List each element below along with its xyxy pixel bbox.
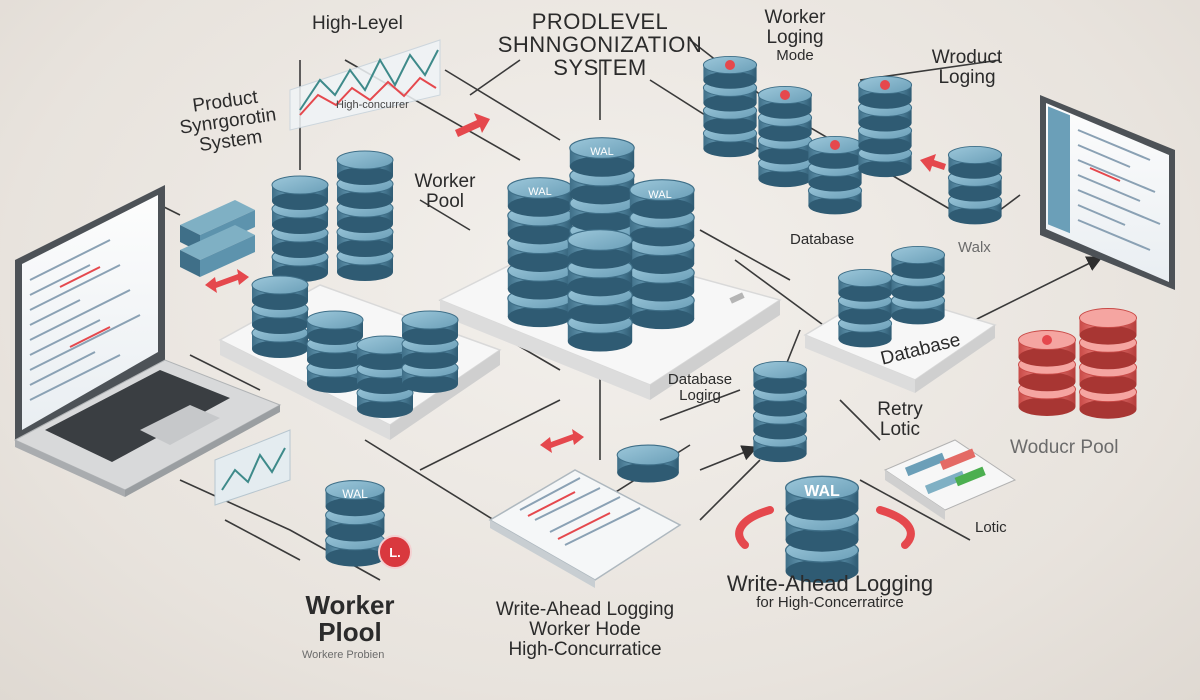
wal-label-4: WAL xyxy=(342,487,368,501)
worker-pool-top-line-1: Worker xyxy=(414,171,476,192)
label-worker-pool-top: Worker Pool xyxy=(405,172,485,212)
worker-pool-bottom-line-1: Worker xyxy=(305,590,395,620)
stack-db-2-disk xyxy=(837,268,893,303)
cylinder-stacks xyxy=(251,55,1137,584)
cylinder-labels: WAL WAL WAL WAL WAL xyxy=(342,146,840,501)
stack-worker-6 xyxy=(401,310,459,394)
stack-retry-disk xyxy=(752,360,808,395)
document-card xyxy=(488,469,682,588)
label-worker-logging-mode: Worker Loging Mode xyxy=(735,8,855,64)
red-dot-accent xyxy=(780,90,790,100)
chart-widget xyxy=(289,39,441,131)
l-badge-text: L. xyxy=(389,545,401,560)
stack-worker-4-disk xyxy=(306,310,364,346)
label-wroduct-logging: Wroduct Loging xyxy=(912,48,1022,88)
wroduct-logging-line-2: Loging xyxy=(938,66,996,88)
stack-wal-3 xyxy=(629,179,695,330)
monitor xyxy=(1040,95,1175,290)
wal-label-3: WAL xyxy=(648,189,671,201)
stack-worker-3 xyxy=(251,275,309,359)
disk-single-disk xyxy=(616,444,680,484)
caption-wal-center-line-1: Write-Ahead Logging xyxy=(495,599,675,620)
database-logging-line-1: Database xyxy=(667,371,733,388)
stack-retry xyxy=(752,360,808,463)
title-line-3: SYSTEM xyxy=(553,55,647,81)
label-high-level: High-Leyel xyxy=(312,13,403,34)
stack-worker-3-disk xyxy=(251,275,309,311)
caption-wal-center-line-2: Worker Hode xyxy=(529,618,641,640)
wal-label-1: WAL xyxy=(590,146,613,158)
stack-log-2 xyxy=(757,85,813,188)
wal-label-5: WAL xyxy=(804,483,840,500)
label-lotic: Lotic xyxy=(975,519,1007,536)
l-badge: L. xyxy=(378,535,412,569)
diagram-title: PRODLEVEL SHNNGONIZATION SYSTEM xyxy=(490,10,710,79)
title-line-2: SHNNGONIZATION xyxy=(497,32,703,58)
stack-worker-1 xyxy=(271,175,329,283)
red-dot-accent xyxy=(1042,335,1052,345)
wroduct-logging-line-1: Wroduct xyxy=(931,47,1003,68)
label-worker-pool-bottom: Worker Plool xyxy=(290,590,410,648)
stack-worker-2-disk xyxy=(336,150,394,186)
caption-wal-right-line-2: for High-Concerratirce xyxy=(756,594,904,612)
stack-log-4 xyxy=(857,75,913,178)
stack-log-1 xyxy=(702,55,758,158)
label-database-logging: Database Logirg xyxy=(650,372,750,404)
label-worker-pool-sub: Workere Probien xyxy=(302,649,385,661)
stack-worker-1-disk xyxy=(271,175,329,211)
stack-red-2 xyxy=(1079,308,1137,420)
caption-wal-center: Write-Ahead Logging Worker Hode High-Con… xyxy=(470,600,700,660)
worker-pool-top-line-2: Pool xyxy=(425,190,465,212)
laptop xyxy=(13,185,282,497)
stack-db-3-disk xyxy=(890,245,946,280)
stack-wal-4 xyxy=(567,229,633,353)
label-woducr-pool: Woducr Pool xyxy=(1010,437,1119,458)
mini-chart xyxy=(214,429,291,506)
stack-wal-4-disk xyxy=(567,229,633,270)
retry-card xyxy=(883,439,1017,520)
stack-worker-4 xyxy=(306,310,364,394)
stack-db-1-disk xyxy=(947,145,1003,180)
disk-single xyxy=(616,444,680,484)
label-walx: Walx xyxy=(958,239,991,256)
worker-logging-line-3: Mode xyxy=(776,46,814,64)
worker-pool-bottom-line-2: Plool xyxy=(318,617,382,648)
stack-worker-2 xyxy=(336,150,394,282)
worker-logging-line-1: Worker xyxy=(764,7,826,28)
red-dot-accent xyxy=(830,140,840,150)
stack-db-1 xyxy=(947,145,1003,225)
stack-db-3 xyxy=(890,245,946,325)
database-logging-line-2: Logirg xyxy=(679,386,721,404)
label-high-concurrent: High-concurrer xyxy=(336,99,409,111)
retry-lotic-line-1: Retry xyxy=(877,399,923,420)
caption-wal-center-line-3: High-Concurratice xyxy=(508,638,662,660)
title-line-1: PRODLEVEL xyxy=(531,9,669,34)
stack-worker-6-disk xyxy=(401,310,459,346)
caption-wal-right-line-1: Write-Ahead Logging xyxy=(726,571,934,596)
retry-lotic-line-2: Lotic xyxy=(879,418,921,440)
wal-red-ring xyxy=(735,506,915,549)
worker-logging-line-2: Loging xyxy=(766,26,824,48)
label-database-right: Database xyxy=(790,231,855,248)
red-arrows xyxy=(205,113,946,453)
red-dot-accent xyxy=(725,60,735,70)
red-dot-accent xyxy=(880,80,890,90)
server-boxes xyxy=(180,200,255,277)
stack-db-2 xyxy=(837,268,893,348)
caption-wal-right: Write-Ahead Logging for High-Concerratir… xyxy=(705,572,955,611)
label-retry-lotic: Retry Lotic xyxy=(855,400,945,440)
stack-red-2-disk xyxy=(1079,308,1137,346)
stack-wal-1 xyxy=(507,177,573,328)
wal-label-2: WAL xyxy=(528,186,551,198)
